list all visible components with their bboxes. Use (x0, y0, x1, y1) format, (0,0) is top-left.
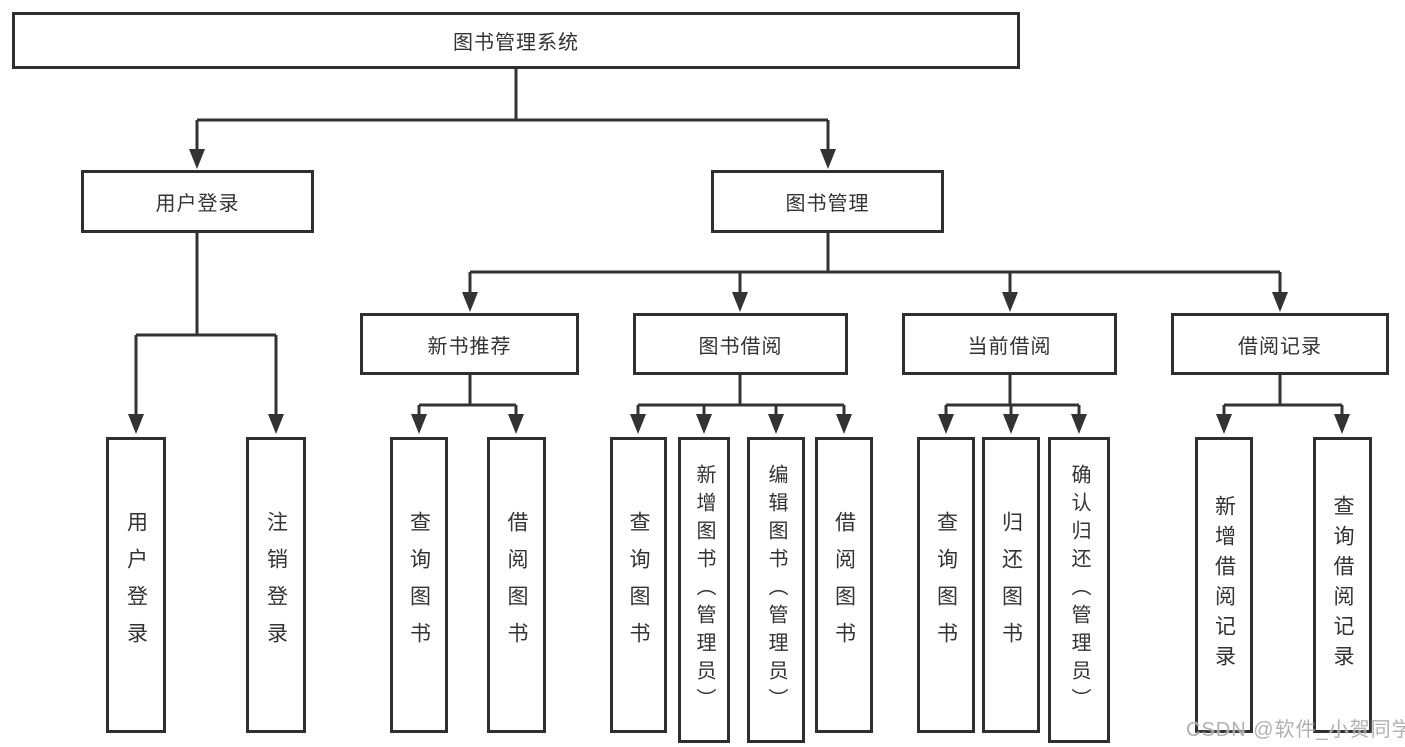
leaf-user-login: 用户登录 (106, 437, 166, 733)
leaf-logout: 注销登录 (246, 437, 306, 733)
connector-bookborrow-to-leaves (636, 375, 846, 416)
leaf-add-books-admin-label: 新增图书（管理员） (693, 464, 715, 716)
leaf-query-books-1-label: 查询图书 (407, 511, 431, 659)
arrowheads-level2 (189, 149, 836, 169)
connector-userlogin-to-leaves (134, 233, 278, 416)
leaf-query-books-3: 查询图书 (917, 437, 975, 733)
node-new-book-recommend: 新书推荐 (360, 313, 579, 375)
connector-bookmgmt-to-level3 (468, 233, 1282, 293)
node-root-system: 图书管理系统 (12, 12, 1020, 69)
arrowheads-userlogin-leaves (128, 414, 284, 434)
arrowheads-leaves (411, 414, 1350, 434)
leaf-borrow-books-2: 借阅图书 (815, 437, 873, 733)
leaf-query-books-2-label: 查询图书 (627, 511, 650, 659)
node-borrow-records-label: 借阅记录 (1238, 335, 1322, 358)
leaf-edit-books-admin-label: 编辑图书（管理员） (765, 464, 787, 716)
leaf-query-borrow-record: 查询借阅记录 (1313, 437, 1372, 733)
node-current-borrowing: 当前借阅 (902, 313, 1117, 375)
node-borrow-records: 借阅记录 (1171, 313, 1389, 375)
leaf-add-borrow-record-label: 新增借阅记录 (1212, 495, 1236, 675)
connector-newbook-to-leaves (417, 375, 518, 416)
arrowheads-level3 (462, 292, 1288, 312)
leaf-query-books-2: 查询图书 (610, 437, 667, 733)
connector-root-to-level2 (195, 69, 830, 151)
leaf-return-books: 归还图书 (982, 437, 1040, 733)
node-root-label: 图书管理系统 (453, 32, 579, 54)
node-book-management-label: 图书管理 (785, 193, 870, 215)
node-user-login: 用户登录 (81, 170, 314, 233)
connector-currentborrow-to-leaves (944, 375, 1081, 416)
leaf-query-books-3-label: 查询图书 (934, 511, 958, 659)
csdn-watermark: CSDN @软件_小贺同学 (1186, 719, 1405, 741)
leaf-logout-label: 注销登录 (264, 511, 288, 659)
leaf-query-borrow-record-label: 查询借阅记录 (1331, 495, 1354, 675)
node-book-management: 图书管理 (711, 170, 944, 233)
leaf-add-borrow-record: 新增借阅记录 (1195, 437, 1253, 733)
leaf-borrow-books-1-label: 借阅图书 (505, 511, 528, 659)
leaf-borrow-books-1: 借阅图书 (487, 437, 546, 733)
leaf-query-books-1: 查询图书 (390, 437, 448, 733)
node-current-borrowing-label: 当前借阅 (967, 335, 1052, 358)
leaf-confirm-return-admin: 确认归还（管理员） (1048, 437, 1110, 743)
node-book-borrowing: 图书借阅 (633, 313, 848, 375)
node-new-book-recommend-label: 新书推荐 (427, 335, 512, 358)
connector-records-to-leaves (1222, 375, 1344, 416)
node-user-login-label: 用户登录 (155, 193, 240, 215)
leaf-confirm-return-admin-label: 确认归还（管理员） (1068, 464, 1090, 716)
leaf-return-books-label: 归还图书 (999, 511, 1023, 659)
leaf-add-books-admin: 新增图书（管理员） (678, 437, 730, 743)
node-book-borrowing-label: 图书借阅 (698, 335, 783, 358)
leaf-edit-books-admin: 编辑图书（管理员） (747, 437, 805, 743)
leaf-user-login-label: 用户登录 (124, 511, 148, 659)
leaf-borrow-books-2-label: 借阅图书 (832, 511, 856, 659)
